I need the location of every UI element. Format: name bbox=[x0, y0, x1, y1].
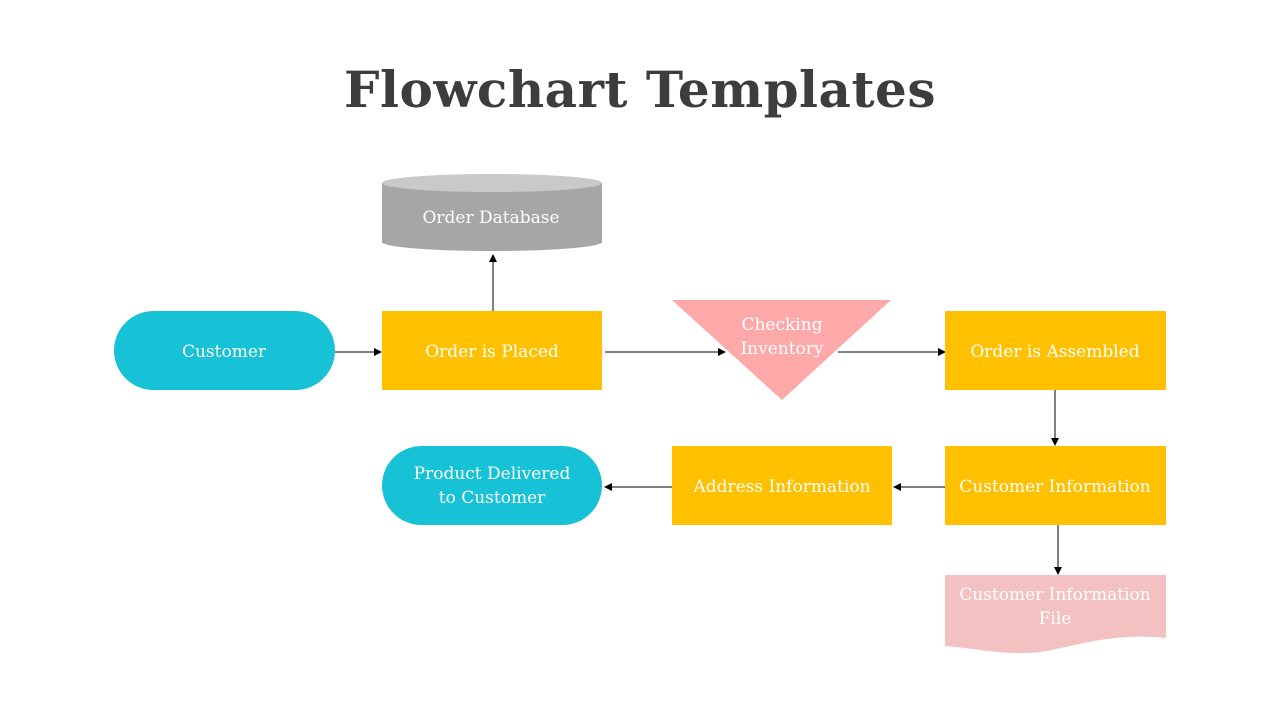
node-order-assembled: Order is Assembled bbox=[945, 311, 1166, 390]
node-checking-inventory-line1: Checking bbox=[741, 315, 822, 335]
node-address-information: Address Information bbox=[672, 446, 892, 525]
node-order-placed: Order is Placed bbox=[382, 311, 602, 390]
node-order-placed-label: Order is Placed bbox=[425, 342, 559, 362]
node-product-delivered: Product Delivered to Customer bbox=[382, 446, 602, 525]
node-customer: Customer bbox=[114, 311, 335, 390]
node-checking-inventory-line2: Inventory bbox=[740, 339, 823, 359]
node-product-delivered-line2: to Customer bbox=[439, 488, 546, 508]
node-customer-information-file: Customer Information File bbox=[945, 575, 1166, 654]
node-customer-information-label: Customer Information bbox=[959, 477, 1151, 497]
node-address-information-label: Address Information bbox=[692, 477, 870, 497]
node-order-database: Order Database bbox=[382, 174, 602, 251]
node-customer-information-file-line2: File bbox=[1039, 609, 1072, 629]
node-order-assembled-label: Order is Assembled bbox=[970, 342, 1139, 362]
node-customer-information: Customer Information bbox=[945, 446, 1166, 525]
node-order-database-label: Order Database bbox=[422, 208, 559, 228]
node-checking-inventory: Checking Inventory bbox=[672, 300, 891, 400]
node-customer-information-file-line1: Customer Information bbox=[959, 585, 1151, 605]
node-customer-label: Customer bbox=[182, 342, 267, 362]
node-product-delivered-line1: Product Delivered bbox=[414, 464, 571, 484]
page-title: Flowchart Templates bbox=[343, 60, 937, 119]
